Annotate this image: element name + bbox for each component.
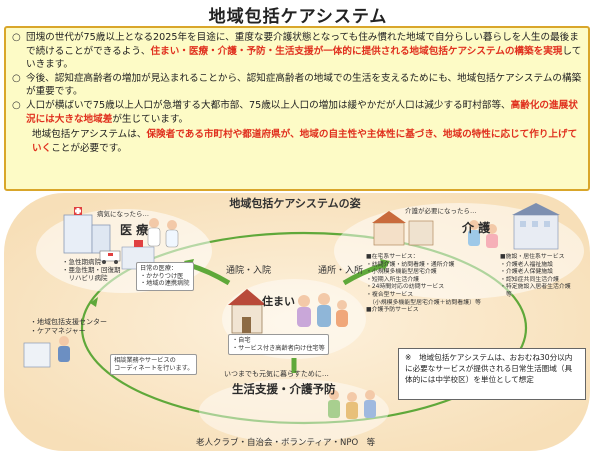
ring-arrow-icon <box>90 297 98 307</box>
bullet-marker: ○ <box>12 32 21 43</box>
doctor-icon <box>147 218 179 248</box>
medical-caption: 病気になったら… <box>97 210 149 218</box>
elderly-group-icon <box>328 390 376 419</box>
facility-services-list: ■施設・居住系サービス ・介護老人福祉施設 ・介護老人保健施設 ・認知症共同生活… <box>500 254 571 298</box>
home-services-list: ■在宅系サービス： ・訪問介護・訪問看護・通所介護 ・小規模多機能型居宅介護 ・… <box>366 254 481 314</box>
page-title: 地域包括ケアシステム <box>208 7 388 27</box>
prevention-area <box>199 379 389 443</box>
to-care-arrow-icon <box>342 262 385 286</box>
support-center-card: 相談業務やサービスの コーディネートを行います。 <box>110 354 198 376</box>
highlight-segment: 保険者である市町村や都道府県が、地域の自主性や主体性に基づき、地域の特性に応じて… <box>32 129 578 154</box>
to-hospital-label: 通院・入院 <box>226 266 272 276</box>
highlight-segment: 住まい・医療・介護・予防・生活支援が一体的に提供される地域包括ケアシステムの構築… <box>150 45 563 57</box>
bullet-marker: ○ <box>12 99 21 111</box>
intro-bullet-1: ○ 団塊の世代が75歳以上となる2025年を目途に、重度な要介護状態となっても住… <box>12 31 582 72</box>
intro-bullet-2: ○ 今後、認知症高齢者の増加が見込まれることから、認知症高齢者の地域での生活を支… <box>12 72 582 99</box>
community-ring <box>80 231 528 425</box>
intro-textbox: ○ 団塊の世代が75歳以上となる2025年を目途に、重度な要介護状態となっても住… <box>4 26 590 191</box>
text-segment: が生じています。 <box>112 113 189 125</box>
text-segment: 地域包括ケアシステムは、 <box>32 129 147 141</box>
caregiver-icon <box>468 220 498 248</box>
clinic-card: 日常の医療： ・かかりつけ医 ・地域の連携病院 <box>136 262 194 291</box>
housing-heading: 住まい <box>262 295 295 308</box>
to-care-label: 通所・入所 <box>318 266 364 276</box>
note-box: ※ 地域包括ケアシステムは、おおむね30分以内に必要なサービスが提供される日常生… <box>398 348 586 400</box>
diagram-title: 地域包括ケアシステムの姿 <box>229 197 361 210</box>
medical-heading: 医 療 <box>120 223 149 237</box>
care-caption: 介護が必要になったら… <box>405 207 477 215</box>
intro-bullet-3: ○ 人口が横ばいで75歳以上人口が急増する大都市部、75歳以上人口の増加は緩やか… <box>12 99 582 126</box>
housing-card: ・自宅 ・サービス付き高齢者向け住宅等 <box>228 334 329 356</box>
care-heading: 介 護 <box>462 221 491 235</box>
prevention-heading: 生活支援・介護予防 <box>232 382 336 396</box>
intro-closing: 地域包括ケアシステムは、保険者である市町村や都道府県が、地域の自主性や主体性に基… <box>12 128 582 155</box>
hospital-icon <box>63 207 111 254</box>
text-segment: 人口が横ばいで75歳以上人口が急増する大都市部、75歳以上人口の増加は緩やかだが… <box>26 99 511 111</box>
support-center-icon <box>23 336 70 368</box>
text-segment: 団塊の世代が75歳以上となる2025年を目途に、重度な要介護状態となっても住み慣… <box>26 32 579 57</box>
hospital-list: ・急性期病院 ・亜急性期・回復期 リハビリ病院 <box>62 258 121 282</box>
care-facility-icon <box>372 211 434 246</box>
bullet-marker: ○ <box>12 72 21 84</box>
text-segment: ことが必要です。 <box>51 142 127 154</box>
nursing-home-icon <box>512 203 560 250</box>
family-icon <box>297 293 348 327</box>
ambulance-icon <box>99 250 121 264</box>
highlight-segment: 高齢化の進展状況には大きな地域差 <box>26 99 578 125</box>
prevention-caption: いつまでも元気に暮らすために… <box>224 370 329 378</box>
text-segment: していきます。 <box>26 45 582 71</box>
community-groups: 老人クラブ・自治会・ボランティア・NPO 等 <box>196 438 376 448</box>
support-center-list: ・地域包括支援センター ・ケアマネジャー <box>30 318 107 335</box>
text-segment: 今後、認知症高齢者の増加が見込まれることから、認知症高齢者の地域での生活を支える… <box>26 72 582 98</box>
house-icon <box>228 289 266 334</box>
